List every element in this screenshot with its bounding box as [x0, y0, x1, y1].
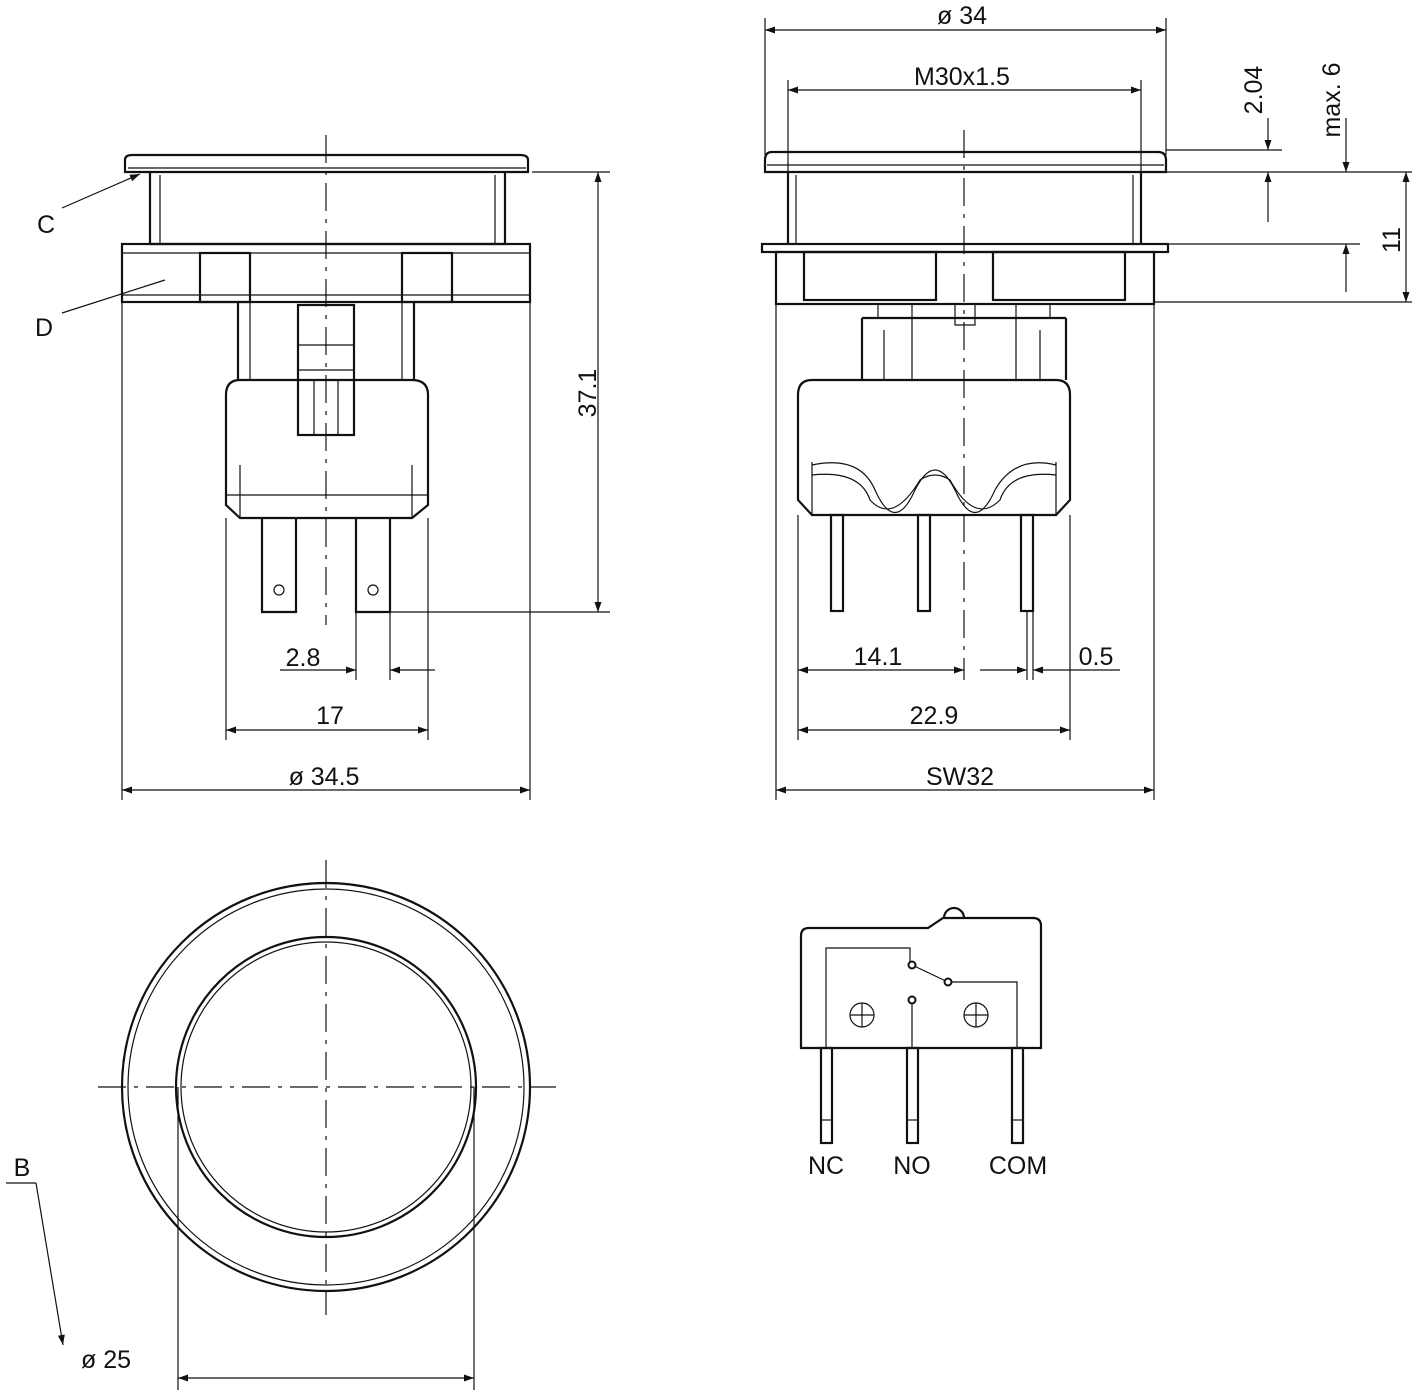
thread-label: M30x1.5 — [914, 63, 1010, 91]
max-thickness-label: max. 6 — [1318, 62, 1346, 137]
label-b: B — [14, 1154, 31, 1182]
side-view: ø 34 M30x1.5 2.04 max. 6 11 14.1 0.5 — [760, 2, 1412, 800]
terminal-no: NO — [893, 1152, 931, 1180]
pin-thickness-label: 0.5 — [1079, 643, 1114, 671]
front-diameter-label: ø 34.5 — [289, 763, 360, 791]
terminal-nc: NC — [808, 1152, 844, 1180]
pin-offset-label: 14.1 — [854, 643, 903, 671]
pin-spacing-label: 17 — [316, 702, 344, 730]
switch-schematic: NC NO COM — [799, 906, 1047, 1180]
wrench-size-label: SW32 — [926, 763, 994, 791]
terminal-com: COM — [989, 1152, 1047, 1180]
top-view: ø 25 B — [6, 860, 556, 1390]
cap-height-label: 2.04 — [1240, 66, 1268, 115]
pin-width-label: 2.8 — [286, 644, 321, 672]
side-diameter-label: ø 34 — [937, 2, 987, 30]
front-view: 37.1 2.8 17 ø 34.5 C D — [35, 135, 610, 800]
panel-label: 11 — [1378, 227, 1406, 253]
front-height-label: 37.1 — [574, 369, 602, 418]
label-d: D — [35, 314, 53, 342]
label-c: C — [37, 211, 55, 239]
lens-diameter-label: ø 25 — [81, 1346, 131, 1374]
body-width-label: 22.9 — [910, 702, 959, 730]
